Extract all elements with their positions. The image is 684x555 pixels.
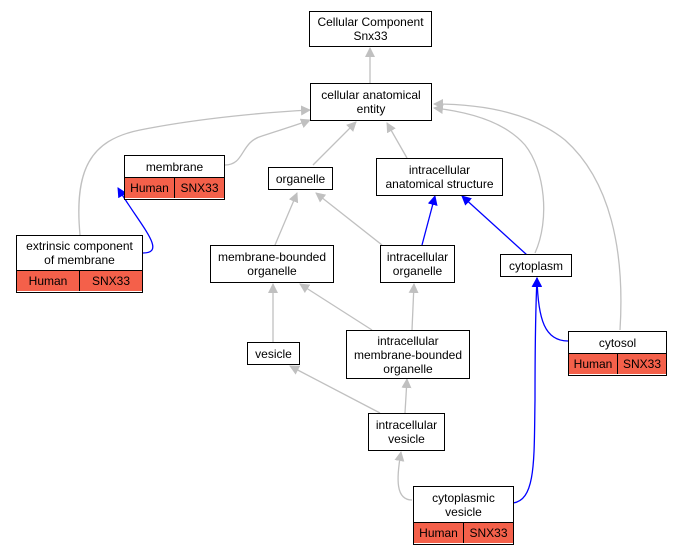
node-extrinsic-component-of-membrane[interactable]: extrinsic component of membrane Human SN… [16, 235, 143, 293]
node-label: intracellular vesicle [375, 418, 438, 446]
node-intracellular-vesicle[interactable]: intracellular vesicle [368, 413, 445, 451]
node-label: intracellular anatomical structure [385, 163, 494, 191]
node-vesicle[interactable]: vesicle [247, 342, 300, 365]
node-cytosol[interactable]: cytosol Human SNX33 [568, 331, 667, 376]
edge-cytosol-to-cytoplasm [532, 277, 569, 342]
annotation-row: Human SNX33 [17, 270, 142, 291]
edge-extrinsic-to-cae [78, 105, 311, 236]
node-label: cytoplasm [508, 258, 564, 273]
node-label: cytosol [598, 335, 637, 350]
node-membrane-bounded-organelle[interactable]: membrane-bounded organelle [210, 245, 334, 283]
species-label: Human [573, 357, 613, 371]
annotation-row: Human SNX33 [125, 177, 224, 198]
node-membrane[interactable]: membrane Human SNX33 [124, 155, 225, 200]
species-label: Human [28, 274, 68, 288]
annotation-row: Human SNX33 [414, 522, 513, 543]
edge-io-to-ias [421, 195, 438, 246]
gene-label: SNX33 [617, 354, 666, 374]
edge-io-to-organelle [315, 192, 383, 246]
node-label: intracellular membrane-bounded organelle [353, 333, 463, 376]
edge-cv-to-iv [394, 451, 413, 501]
annotation-row: Human SNX33 [569, 353, 666, 374]
node-organelle[interactable]: organelle [268, 167, 333, 190]
node-cellular-anatomical-entity[interactable]: cellular anatomical entity [310, 83, 432, 121]
gene-label: SNX33 [463, 523, 513, 543]
edge-organelle-to-cae [312, 121, 357, 166]
node-label: vesicle [255, 346, 292, 361]
node-cellular-component-snx33[interactable]: Cellular Component Snx33 [309, 11, 432, 47]
edge-cytosol-to-cae [433, 99, 622, 331]
node-label: cytoplasmic vesicle [432, 490, 495, 519]
node-label: extrinsic component of membrane [26, 239, 133, 267]
edge-ias-to-cae [386, 122, 408, 159]
node-label: organelle [275, 171, 326, 186]
node-intracellular-anatomical-structure[interactable]: intracellular anatomical structure [376, 158, 503, 196]
node-cytoplasm[interactable]: cytoplasm [500, 254, 572, 277]
edge-iv-to-vesicle [289, 365, 381, 414]
node-label: intracellular organelle [386, 250, 449, 278]
edge-mbo-to-organelle [274, 192, 299, 246]
edge-imbo-to-mbo [299, 283, 373, 331]
node-cytoplasmic-vesicle[interactable]: cytoplasmic vesicle Human SNX33 [413, 486, 514, 545]
node-label: Cellular Component Snx33 [317, 15, 424, 43]
edge-cytoplasm-to-cae [433, 104, 545, 254]
gene-label: SNX33 [174, 178, 224, 198]
node-intracellular-organelle[interactable]: intracellular organelle [380, 245, 455, 283]
node-label: membrane-bounded organelle [217, 250, 327, 278]
gene-label: SNX33 [79, 271, 142, 291]
node-label: cellular anatomical entity [321, 88, 421, 116]
species-label: Human [130, 181, 169, 195]
node-label: membrane [145, 159, 204, 174]
node-intracellular-membrane-bounded-organelle[interactable]: intracellular membrane-bounded organelle [346, 330, 470, 379]
edge-cv-to-cytoplasm [512, 277, 542, 504]
edge-membrane-to-cae [224, 118, 311, 166]
edge-iv-to-imbo [401, 378, 412, 414]
edge-cytoplasm-to-ias [461, 195, 528, 256]
species-label: Human [419, 526, 458, 540]
edge-imbo-to-io [408, 283, 419, 331]
